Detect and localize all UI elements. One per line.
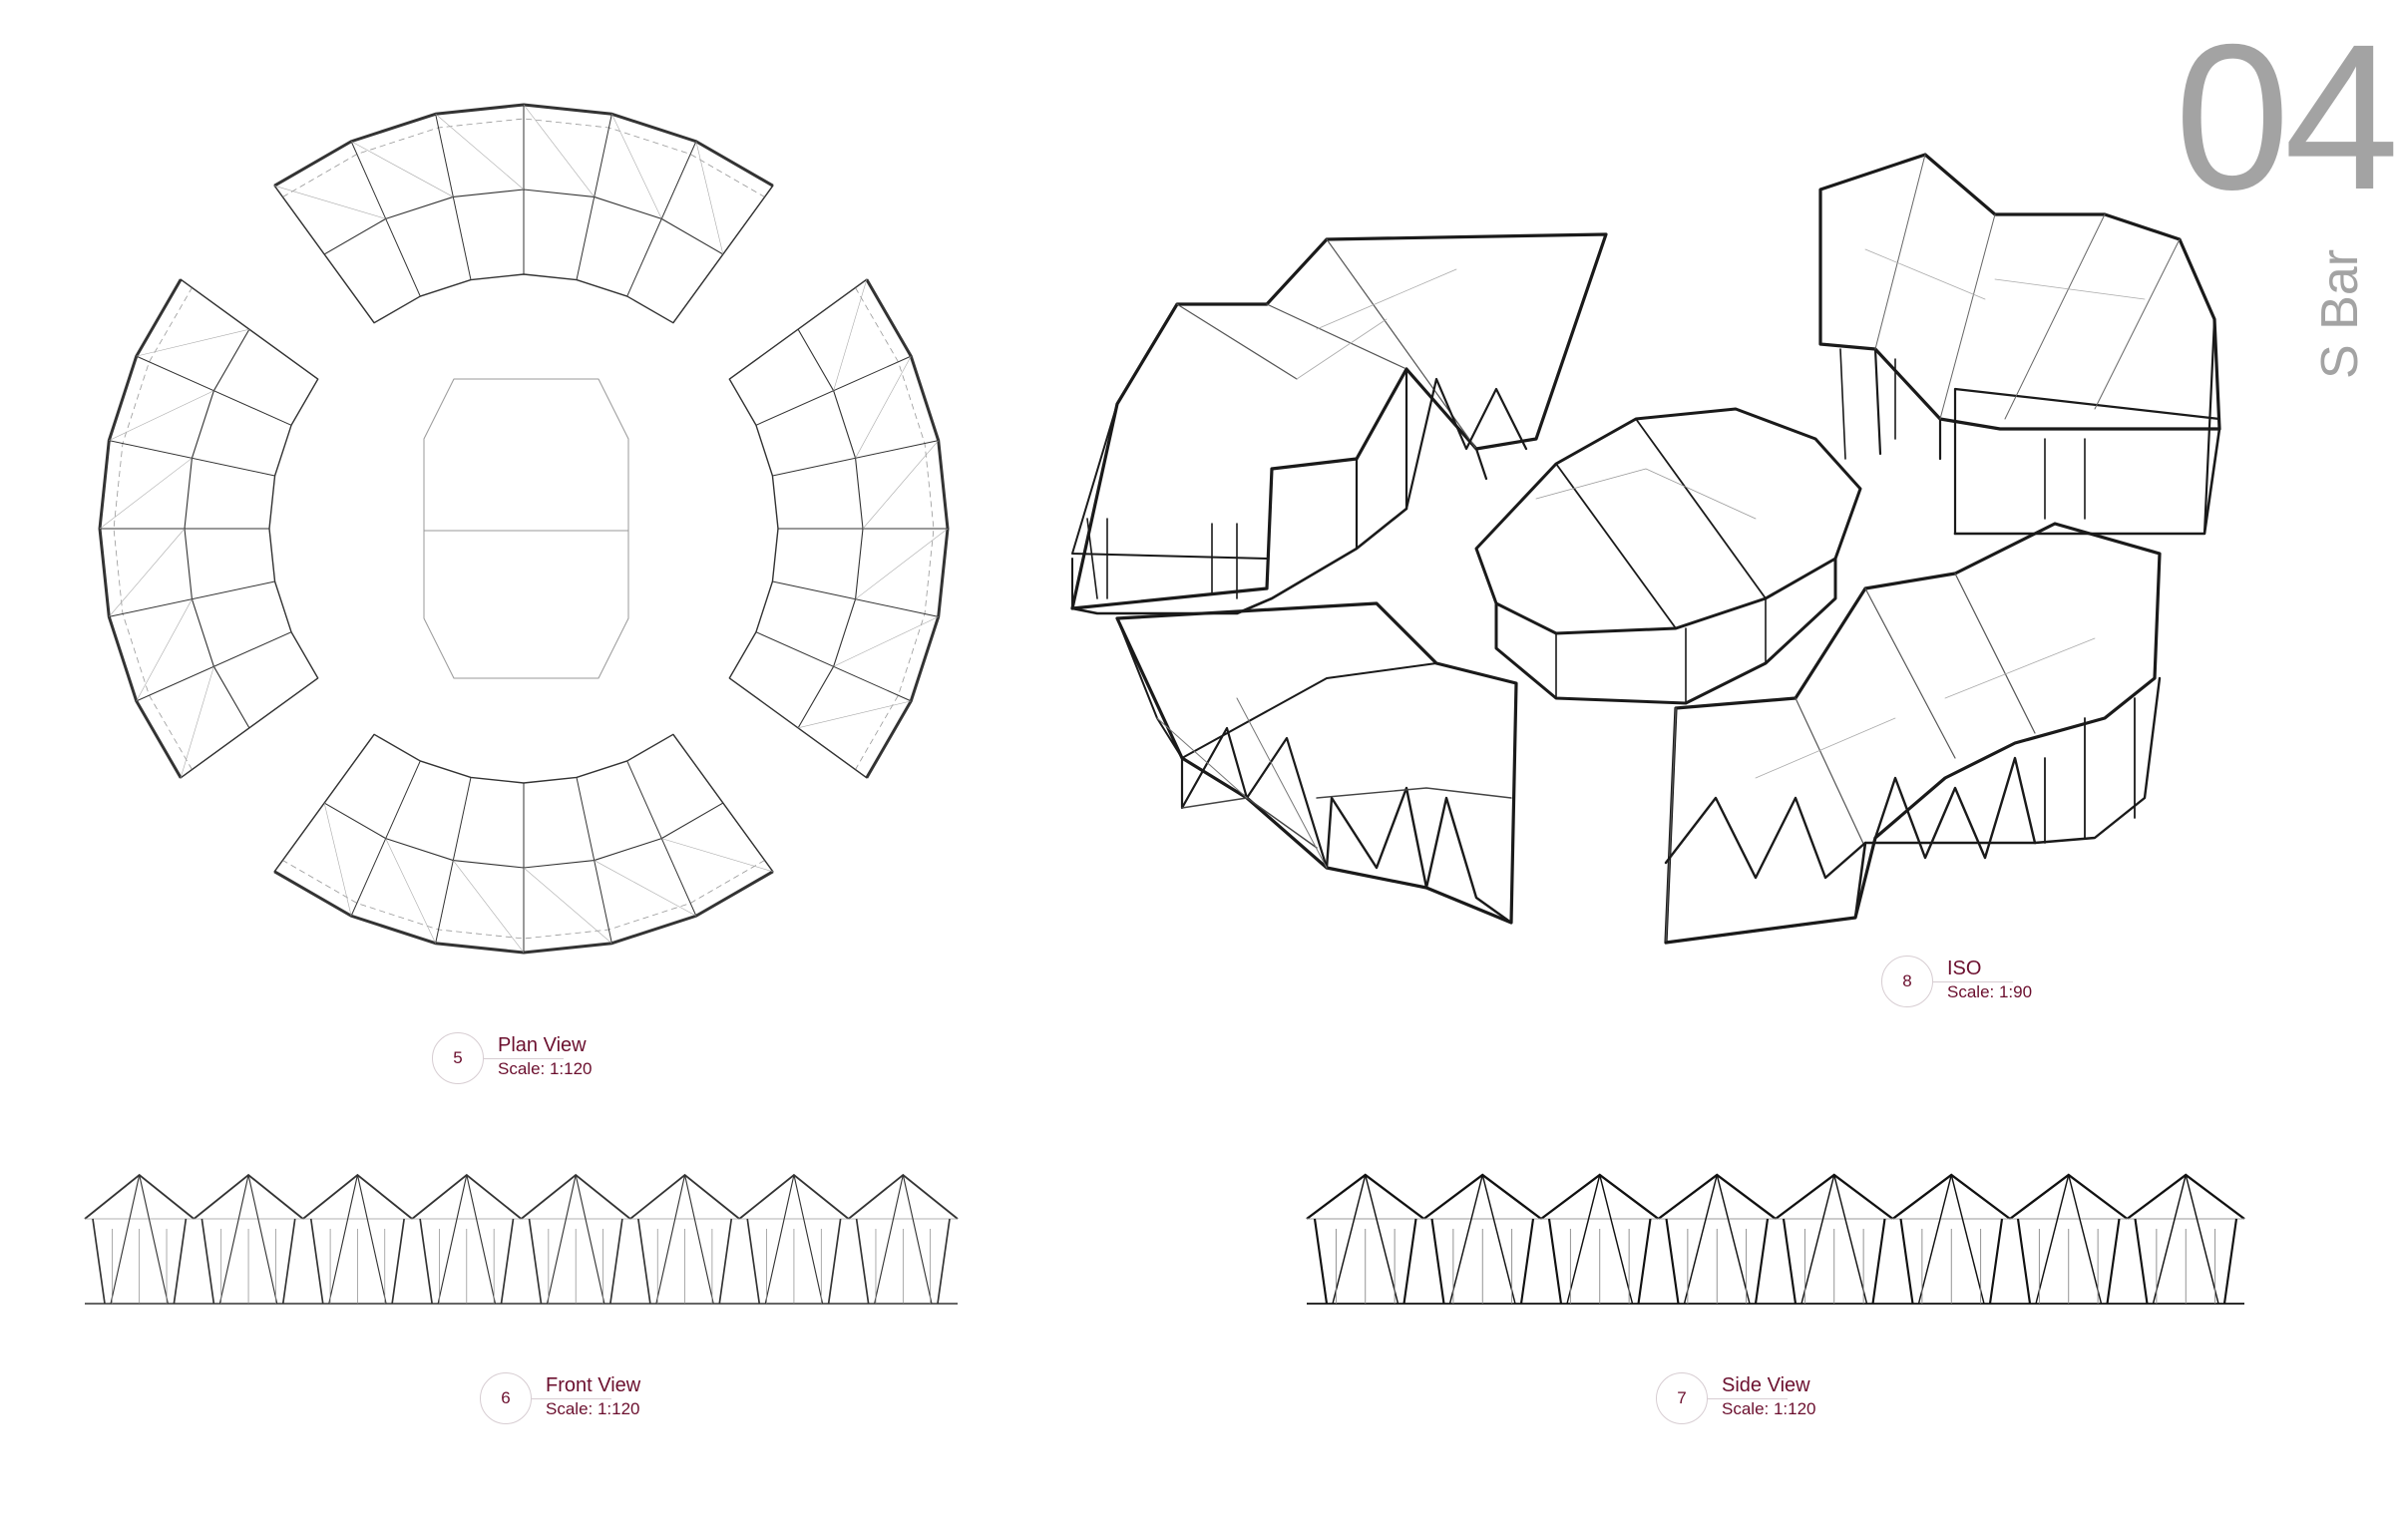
plan-module-south <box>273 733 774 955</box>
iso-view-scale: Scale: 1:90 <box>1947 982 2033 1001</box>
side-view-scale: Scale: 1:120 <box>1722 1399 1816 1418</box>
plan-view-name: Plan View <box>498 1034 587 1056</box>
side-frame-bay <box>1422 1173 1542 1305</box>
side-frame-bay <box>2126 1173 2245 1305</box>
front-view-drawing <box>84 1173 959 1305</box>
side-frame-bay <box>2009 1173 2129 1305</box>
iso-view-name: ISO <box>1947 958 1982 979</box>
plan-module-north <box>273 103 774 324</box>
sheet-number: 04 <box>2175 2 2399 233</box>
front-frame-bay <box>302 1173 413 1305</box>
side-view-name: Side View <box>1722 1374 1810 1396</box>
side-frame-bay <box>1657 1173 1777 1305</box>
front-frame-bay <box>520 1173 631 1305</box>
front-frame-bay <box>848 1173 959 1305</box>
iso-module-top-left <box>1070 232 1608 615</box>
plan-central-table <box>423 378 629 679</box>
iso-module-bottom-right <box>1664 522 2162 945</box>
side-frame-bay <box>1306 1173 1425 1305</box>
front-frame-bay <box>738 1173 850 1305</box>
side-frame-bay <box>1775 1173 1894 1305</box>
iso-module-bottom-left <box>1115 601 1518 925</box>
label-rule <box>532 1398 611 1399</box>
label-rule <box>1708 1398 1788 1399</box>
label-rule <box>1933 981 2013 982</box>
front-frame-bay <box>411 1173 523 1305</box>
plan-view-scale: Scale: 1:120 <box>498 1059 593 1078</box>
label-rule <box>484 1058 564 1059</box>
plan-view-number: 5 <box>432 1032 484 1084</box>
front-view-name: Front View <box>546 1374 641 1396</box>
plan-view-drawing <box>98 103 950 955</box>
side-frame-bay <box>1891 1173 2011 1305</box>
front-frame-bay <box>84 1173 195 1305</box>
side-frame-bay <box>1540 1173 1660 1305</box>
plan-module-west <box>98 278 319 779</box>
side-view-drawing <box>1306 1173 2245 1305</box>
front-frame-bay <box>629 1173 740 1305</box>
front-view-number: 6 <box>480 1372 532 1424</box>
front-view-scale: Scale: 1:120 <box>546 1399 640 1418</box>
iso-module-top-right <box>1818 153 2221 536</box>
iso-central-table <box>1474 407 1862 705</box>
side-view-number: 7 <box>1656 1372 1708 1424</box>
plan-module-east <box>728 278 950 779</box>
iso-view-number: 8 <box>1881 956 1933 1007</box>
iso-view-drawing <box>1070 153 2221 945</box>
front-frame-bay <box>193 1173 304 1305</box>
